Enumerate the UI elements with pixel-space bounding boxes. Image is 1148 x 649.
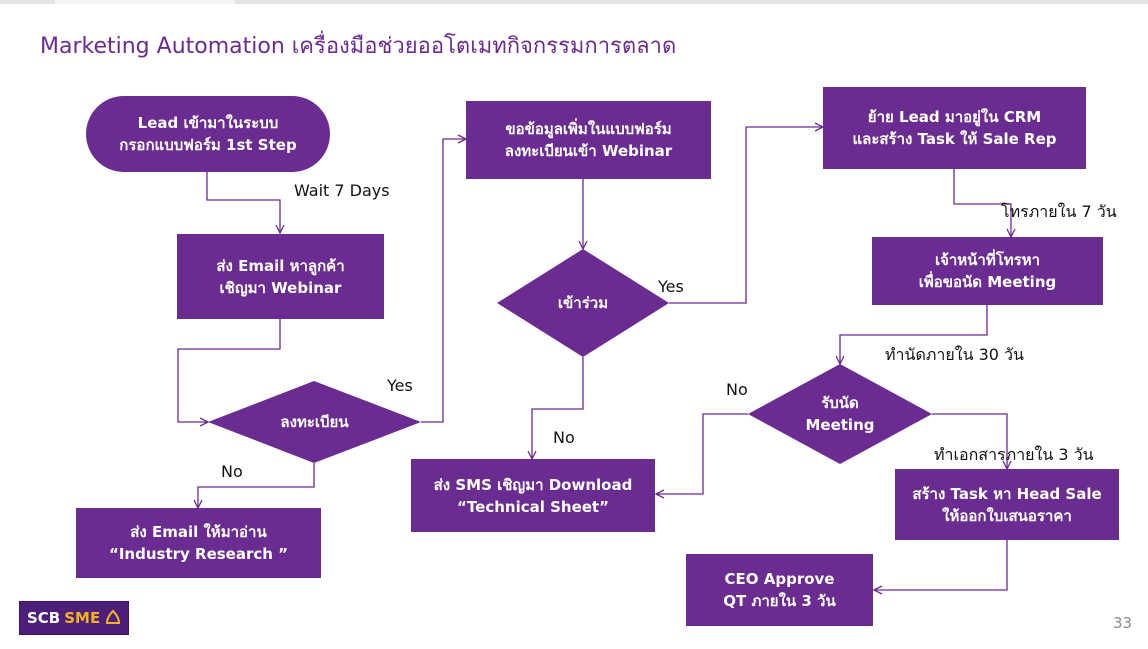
send-email-line1: ส่ง Email หาลูกค้า: [216, 256, 345, 275]
create-task-node: สร้าง Task หา Head Sale ให้ออกใบเสนอราคา: [895, 469, 1119, 540]
edge-attend-yes: [669, 127, 823, 304]
register-no-label: No: [221, 462, 243, 481]
edge-attend-no: [532, 357, 584, 459]
attend-no-label: No: [553, 428, 575, 447]
register-label: ลงทะเบียน: [208, 381, 421, 463]
sms-line2: “Technical Sheet”: [457, 497, 609, 516]
attend-label: เข้าร่วม: [497, 249, 669, 357]
more-info-line1: ขอข้อมูลเพิ่มในแบบฟอร์ม: [505, 120, 672, 138]
staff-call-line2: เพื่อขอนัด Meeting: [918, 273, 1057, 291]
lead-in-node: Lead เข้ามาในระบบ กรอกแบบฟอร์ม 1st Step: [86, 96, 330, 172]
call-within-label: โทรภายใน 7 วัน: [1001, 202, 1117, 221]
edge-email-register: [177, 318, 281, 422]
meeting-no-label: No: [726, 380, 748, 399]
staff-call-node: เจ้าหน้าที่โทรหา เพื่อขอนัด Meeting: [872, 237, 1103, 305]
accept-meeting-label: รับนัด Meeting: [748, 364, 932, 464]
send-email-line2: เชิญมา Webinar: [219, 278, 342, 297]
edge-call-meeting: [840, 305, 988, 364]
bell-icon: [106, 609, 121, 624]
edge-register-yes: [421, 139, 466, 423]
staff-call-line1: เจ้าหน้าที่โทรหา: [934, 251, 1041, 269]
attend-yes-label: Yes: [658, 277, 684, 296]
slide-title: Marketing Automation เครื่องมือช่วยออโตเ…: [40, 34, 677, 59]
email-research-line2: “Industry Research ”: [108, 545, 289, 563]
attend-line1: เข้าร่วม: [557, 294, 609, 312]
logo-sme-text: SME: [64, 609, 101, 627]
more-info-line2: ลงทะเบียนเข้า Webinar: [504, 142, 673, 160]
move-crm-node: ย้าย Lead มาอยู่ใน CRM และสร้าง Task ให้…: [823, 87, 1086, 169]
edge-register-no: [198, 463, 315, 508]
sms-line1: ส่ง SMS เชิญมา Download: [433, 475, 633, 494]
email-research-node: ส่ง Email ให้มาอ่าน “Industry Research ”: [76, 508, 321, 578]
meeting-diamond: [748, 364, 932, 464]
register-line1: ลงทะเบียน: [280, 413, 349, 431]
ceo-approve-line2: QT ภายใน 3 วัน: [723, 592, 836, 610]
top-border: [0, 0, 1148, 4]
edge-meeting-no: [656, 413, 748, 494]
edge-crm-call: [953, 169, 1011, 237]
move-crm-line1: ย้าย Lead มาอยู่ใน CRM: [867, 108, 1042, 126]
edge-task-ceo: [874, 540, 1008, 590]
accept-meeting-line2: Meeting: [805, 416, 875, 434]
doc-within-label: ทำเอกสารภายใน 3 วัน: [934, 445, 1094, 464]
move-crm-line2: และสร้าง Task ให้ Sale Rep: [852, 130, 1057, 148]
register-yes-label: Yes: [387, 376, 413, 395]
ceo-approve-line1: CEO Approve: [724, 570, 835, 588]
lead-in-line2: กรอกแบบฟอร์ม 1st Step: [119, 136, 297, 154]
more-info-node: ขอข้อมูลเพิ่มในแบบฟอร์ม ลงทะเบียนเข้า We…: [466, 101, 711, 179]
meet-within-label: ทำนัดภายใน 30 วัน: [885, 345, 1024, 364]
ceo-approve-node: CEO Approve QT ภายใน 3 วัน: [686, 554, 873, 626]
accept-meeting-line1: รับนัด: [821, 394, 859, 412]
wait-label: Wait 7 Days: [294, 181, 390, 200]
send-email-node: ส่ง Email หาลูกค้า เชิญมา Webinar: [177, 234, 384, 319]
page-number: 33: [1113, 614, 1133, 632]
top-tab: [55, 0, 235, 4]
create-task-line1: สร้าง Task หา Head Sale: [912, 484, 1102, 503]
sms-node: ส่ง SMS เชิญมา Download “Technical Sheet…: [411, 459, 655, 532]
attend-diamond: [497, 249, 669, 357]
edge-meeting-yes: [932, 413, 1007, 469]
email-research-line1: ส่ง Email ให้มาอ่าน: [130, 523, 267, 541]
edge-lead-email: [206, 170, 280, 233]
logo-scb-text: SCB: [27, 609, 61, 627]
register-diamond: [208, 381, 421, 463]
scb-sme-logo: SCB SME: [19, 601, 129, 635]
create-task-line2: ให้ออกใบเสนอราคา: [942, 506, 1072, 525]
lead-in-line1: Lead เข้ามาในระบบ: [137, 114, 279, 132]
